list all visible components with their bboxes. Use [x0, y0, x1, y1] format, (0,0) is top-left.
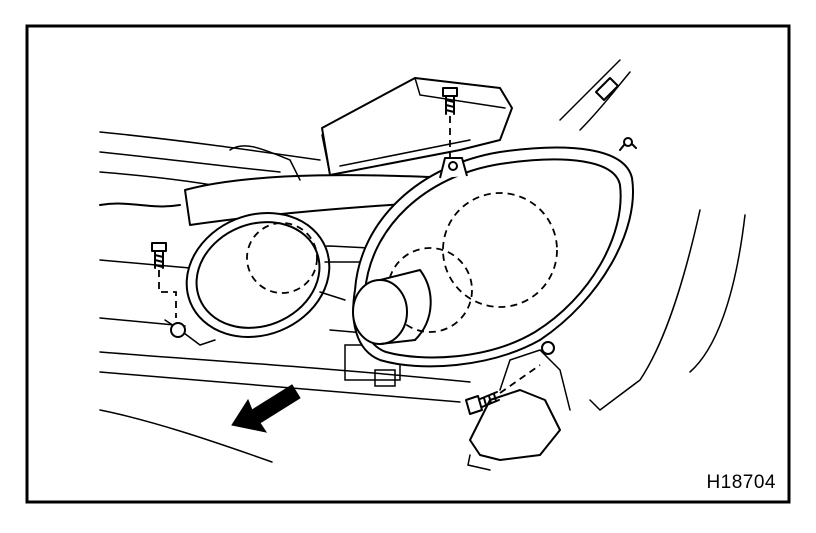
engine-cover: [321, 77, 513, 176]
bolt-icon: [465, 364, 541, 415]
arrow-icon: [231, 384, 301, 433]
border-frame: [25, 24, 791, 504]
headlight-bracket: [467, 341, 571, 471]
figure-id-label: H18704: [706, 472, 776, 493]
bolt-icon: [151, 242, 177, 318]
vehicle-body-lines: [99, 59, 746, 463]
bolt-icon: [442, 87, 458, 160]
small-headlight: [185, 212, 366, 338]
large-headlight: [352, 137, 637, 368]
